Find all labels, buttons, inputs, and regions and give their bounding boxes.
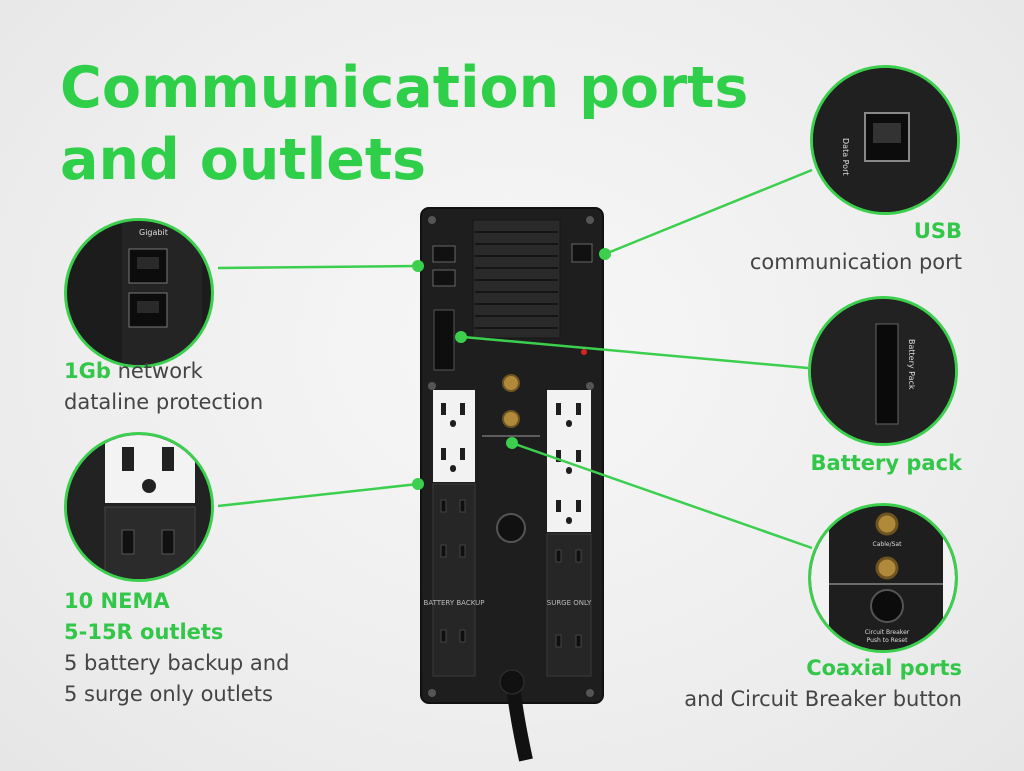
network-text-2: dataline protection xyxy=(64,390,264,414)
battery-backup-label: BATTERY BACKUP xyxy=(424,599,485,607)
coax-text: and Circuit Breaker button xyxy=(684,687,962,711)
outlets-callout: 10 NEMA 5-15R outlets 5 battery backup a… xyxy=(64,586,289,710)
connector-dots xyxy=(412,248,611,490)
ups-device: BATTERY BACKUP SURGE ONLY xyxy=(420,207,604,762)
usb-callout: USB communication port xyxy=(750,216,962,278)
usb-heading: USB xyxy=(913,219,962,243)
outlets-heading-1: 10 NEMA xyxy=(64,589,170,613)
circuit-breaker-label: Circuit Breaker xyxy=(865,629,910,636)
coax-breaker-zoom: Cable/Sat Circuit Breaker Push to Reset xyxy=(808,503,958,653)
network-ports-zoom: Gigabit xyxy=(64,218,214,368)
usb-text: communication port xyxy=(749,250,962,274)
gigabit-label: Gigabit xyxy=(139,228,168,237)
data-port-label: Data Port xyxy=(841,138,850,176)
coax-callout: Coaxial ports and Circuit Breaker button xyxy=(684,653,962,715)
outlets-text-1: 5 battery backup and xyxy=(64,651,290,675)
title-line-1: Communication ports xyxy=(60,55,749,121)
connector-lines xyxy=(217,168,813,550)
outlets-zoom xyxy=(64,432,214,582)
push-to-reset-label: Push to Reset xyxy=(867,637,908,644)
battery-pack-device-label: Battery Pack xyxy=(907,339,916,390)
usb-port-zoom: Data Port xyxy=(810,65,960,215)
outlets-heading-2: 5-15R outlets xyxy=(64,620,224,644)
battery-callout: Battery pack xyxy=(811,448,962,479)
outlets-text-2: 5 surge only outlets xyxy=(64,682,273,706)
cable-sat-label: Cable/Sat xyxy=(873,541,903,548)
surge-only-label: SURGE ONLY xyxy=(547,599,592,607)
network-heading: 1Gb xyxy=(64,359,111,383)
battery-heading: Battery pack xyxy=(810,451,962,475)
battery-pack-zoom: Battery Pack xyxy=(808,296,958,446)
page-title: Communication ports and outlets xyxy=(60,52,748,196)
network-callout: 1Gb network dataline protection xyxy=(64,356,263,418)
network-text-1: network xyxy=(110,359,203,383)
coax-heading: Coaxial ports xyxy=(806,656,962,680)
title-line-2: and outlets xyxy=(60,127,427,193)
